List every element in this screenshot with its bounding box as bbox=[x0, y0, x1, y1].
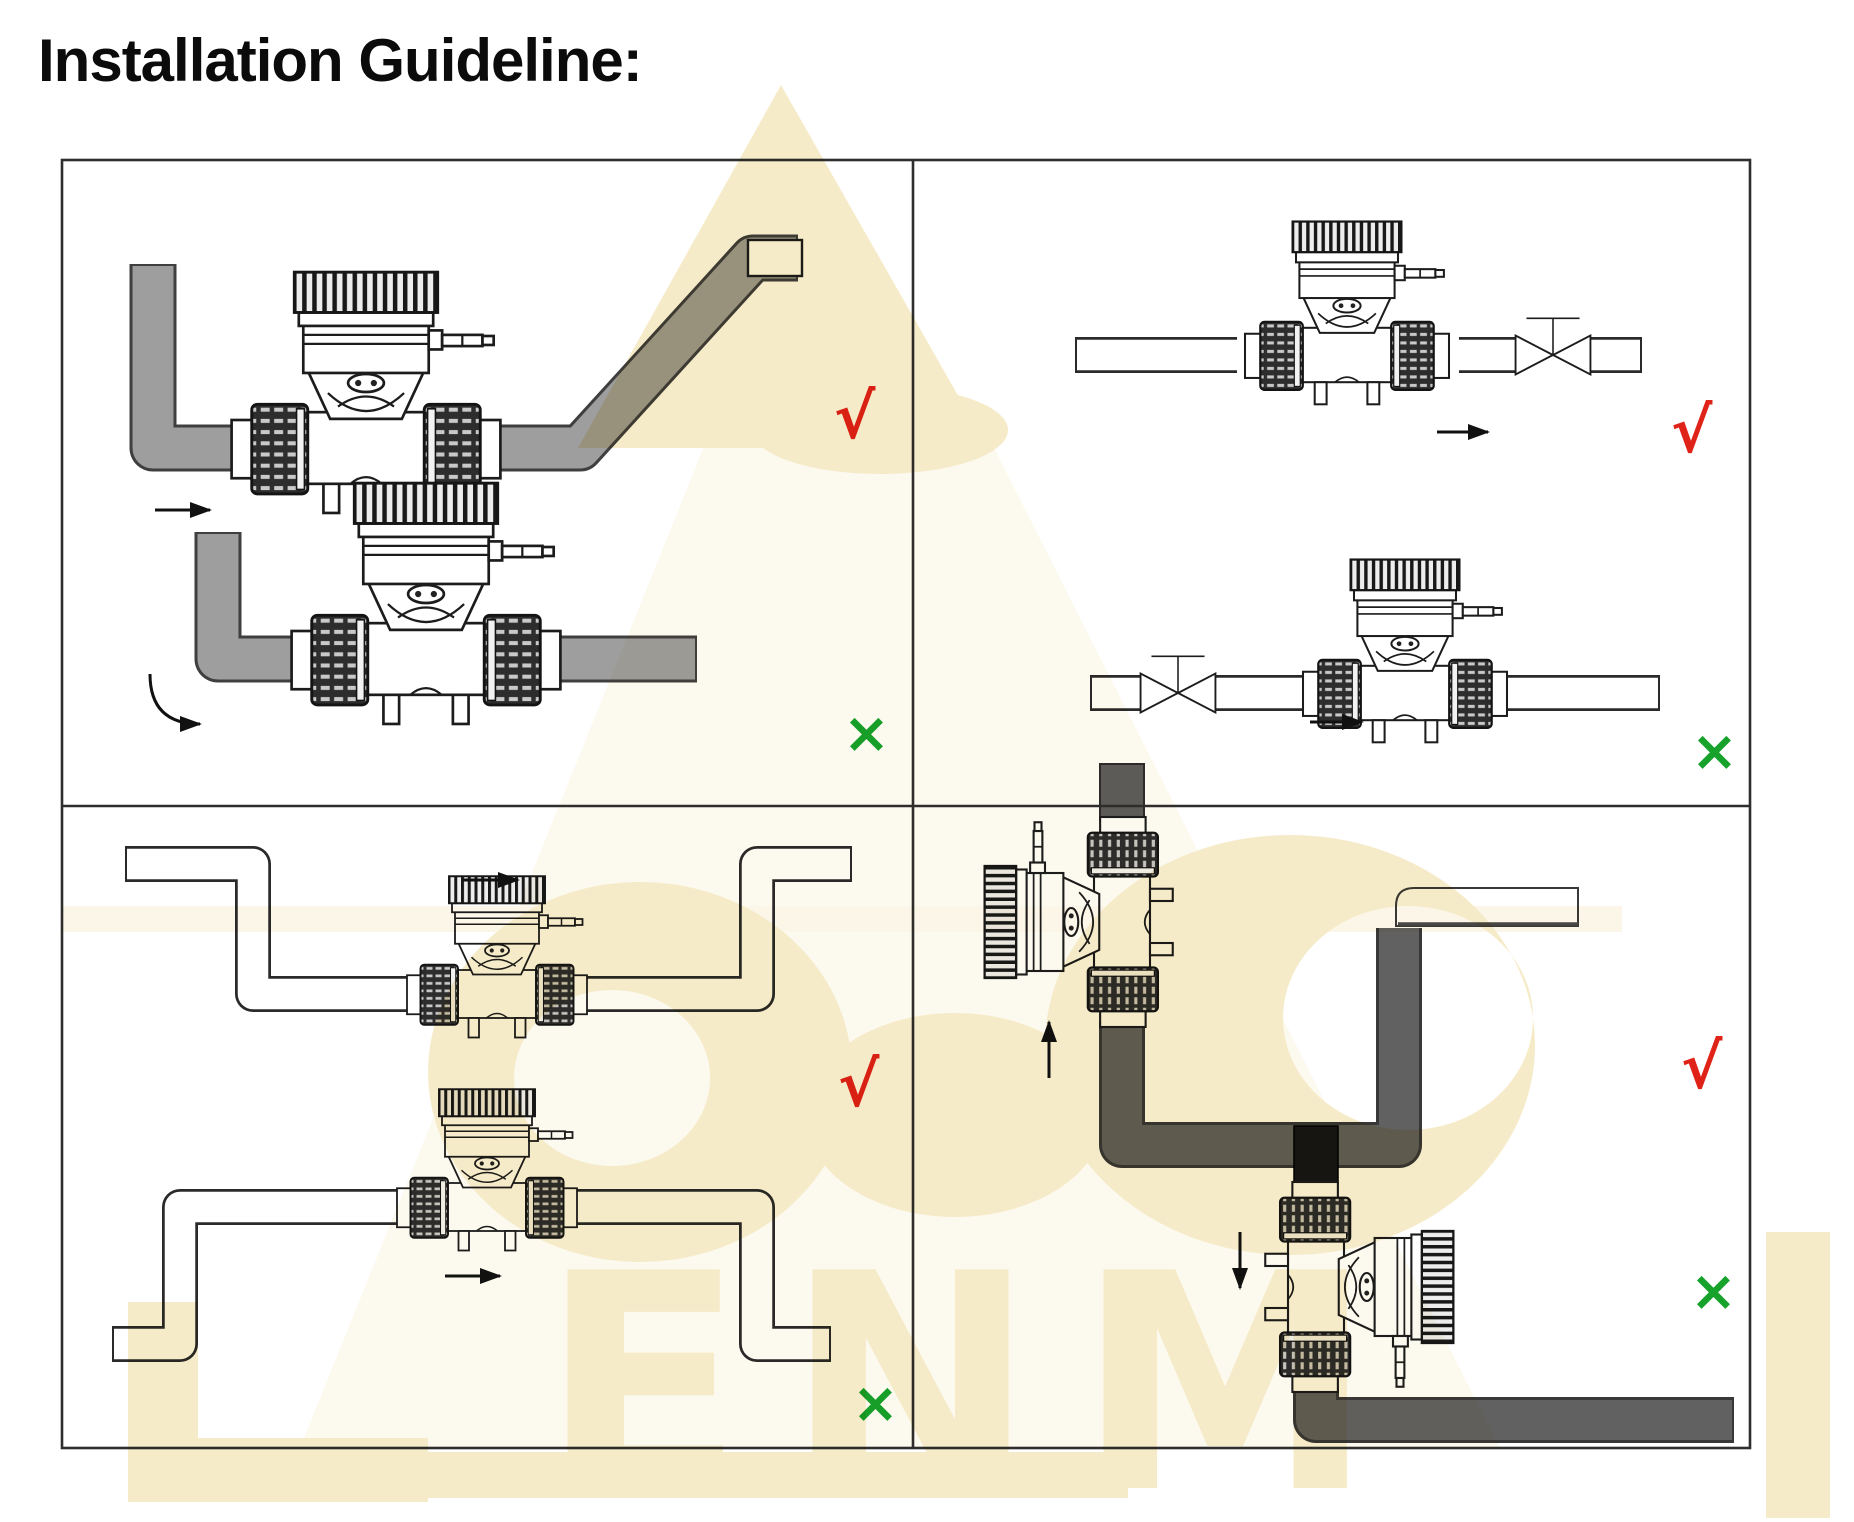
valve bbox=[1514, 317, 1592, 376]
watermark: ENM bbox=[62, 85, 1830, 1522]
correct-mark: √ bbox=[1671, 394, 1713, 467]
watermark-triangle bbox=[578, 85, 988, 448]
incorrect-mark: × bbox=[1691, 719, 1738, 784]
valve bbox=[1139, 655, 1217, 714]
flow-arrow-curved bbox=[148, 673, 202, 732]
panel-top-right bbox=[1075, 220, 1660, 744]
page-title: Installation Guideline: bbox=[38, 27, 643, 94]
watermark-bracket bbox=[128, 1302, 428, 1502]
correct-mark: √ bbox=[1681, 1030, 1723, 1103]
water-meter bbox=[290, 481, 562, 726]
water-meter bbox=[1243, 220, 1451, 406]
water-meter bbox=[1301, 558, 1509, 744]
water-meter bbox=[230, 270, 502, 515]
watermark-text: ENM bbox=[540, 1210, 1415, 1522]
watermark-rings bbox=[428, 835, 1536, 1263]
incorrect-mark: × bbox=[1690, 1259, 1737, 1324]
